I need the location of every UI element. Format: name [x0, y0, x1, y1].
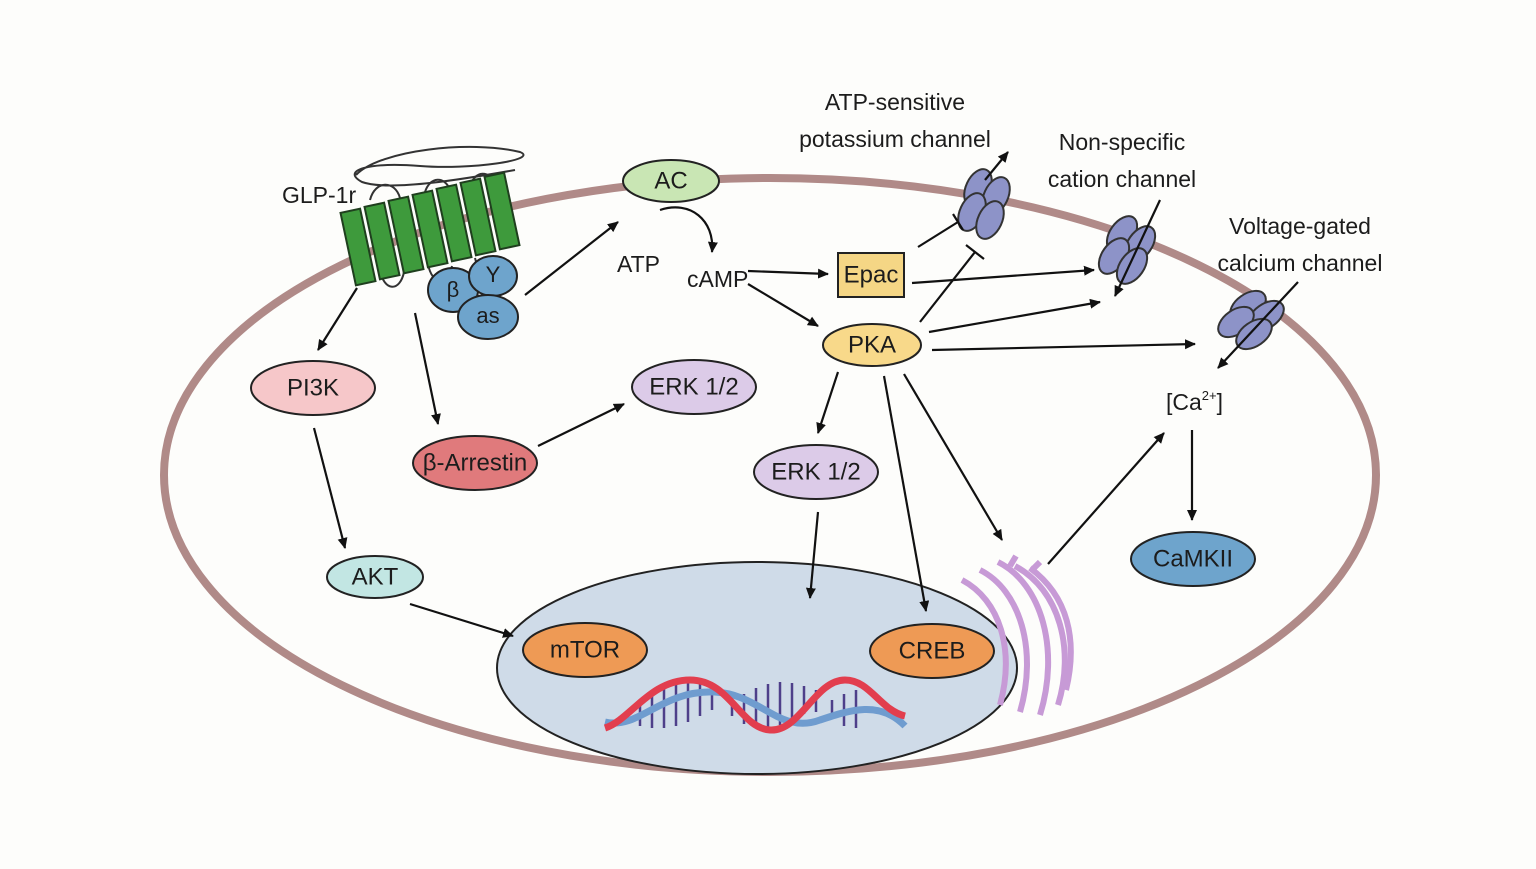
- node-creb: CREB: [869, 623, 995, 679]
- atp-label: ATP: [617, 251, 660, 277]
- g-alpha-label: as: [476, 303, 499, 328]
- node-mtor: mTOR: [522, 622, 648, 678]
- node-camkii-label: CaMKII: [1153, 545, 1233, 572]
- g-protein: β Y as: [427, 255, 519, 340]
- node-mtor-label: mTOR: [550, 636, 620, 663]
- vgcc-channel-icon: [1217, 289, 1285, 351]
- node-arrestin: β-Arrestin: [412, 435, 538, 491]
- g-gamma-label: Y: [486, 262, 501, 287]
- node-epac-label: Epac: [844, 261, 899, 288]
- g-alpha-subunit: [457, 294, 519, 340]
- pathway-arrows: [312, 151, 1299, 638]
- node-erk-top-label: ERK 1/2: [649, 373, 738, 400]
- node-ac-label: AC: [654, 167, 687, 194]
- node-creb-label: CREB: [899, 637, 966, 664]
- node-erk-mid-label: ERK 1/2: [771, 458, 860, 485]
- node-pi3k: PI3K: [250, 360, 376, 416]
- node-camkii: CaMKII: [1130, 531, 1256, 587]
- node-pka: PKA: [822, 323, 922, 367]
- node-erk-top: ERK 1/2: [631, 359, 757, 415]
- vgcc-label-line1: Voltage-gated: [1229, 213, 1371, 239]
- node-akt: AKT: [326, 555, 424, 599]
- node-erk-mid: ERK 1/2: [753, 444, 879, 500]
- endoplasmic-reticulum: [960, 554, 1074, 716]
- katp-label-line1: ATP-sensitive: [825, 89, 965, 115]
- camp-label: cAMP: [687, 266, 748, 292]
- receptor-label: GLP-1r: [282, 182, 356, 208]
- node-akt-label: AKT: [352, 563, 399, 590]
- node-epac: Epac: [837, 252, 905, 298]
- nonspecific-channel-icon: [1097, 215, 1157, 285]
- node-pi3k-label: PI3K: [287, 374, 339, 401]
- node-arrestin-label: β-Arrestin: [423, 449, 527, 476]
- node-pka-label: PKA: [848, 331, 896, 358]
- katp-label-line2: potassium channel: [799, 126, 991, 152]
- g-beta-label: β: [447, 277, 460, 302]
- vgcc-label-line2: calcium channel: [1218, 250, 1383, 276]
- nonspec-label-line1: Non-specific: [1059, 129, 1186, 155]
- node-ac: AC: [622, 159, 720, 203]
- nonspec-label-line2: cation channel: [1048, 166, 1196, 192]
- dna-helix: [603, 676, 908, 734]
- katp-channel-icon: [957, 168, 1011, 240]
- calcium-label: [Ca2+]: [1166, 388, 1223, 415]
